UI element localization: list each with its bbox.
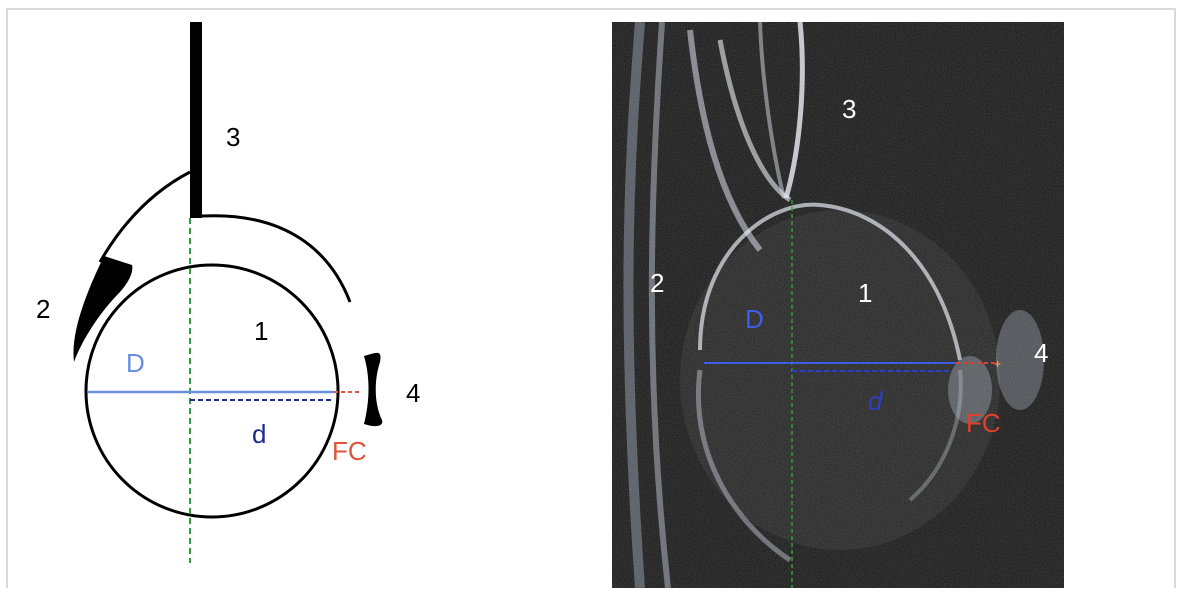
structure-4-bracket (364, 352, 383, 427)
label-FC: FC (332, 436, 367, 466)
label-3: 3 (226, 122, 240, 152)
right-upper-curve (201, 214, 352, 303)
figure-frame (6, 8, 1176, 588)
us-label-d: d (868, 386, 884, 416)
us-label-1: 1 (858, 278, 872, 308)
structure-3-bar (190, 22, 202, 218)
us-label-D: D (745, 304, 764, 334)
us-label-FC: FC (966, 408, 1001, 438)
left-upper-curve (98, 170, 191, 263)
label-D: D (126, 348, 145, 378)
us-label-4: 4 (1034, 338, 1048, 368)
label-d: d (252, 419, 266, 449)
ultrasound-image: + 3 2 1 D 4 d FC (612, 22, 1064, 588)
structure-2-shape (73, 256, 133, 362)
label-1: 1 (254, 316, 268, 346)
schematic-diagram: 3 2 1 D 4 d FC (36, 22, 420, 563)
us-label-2: 2 (650, 268, 664, 298)
label-2: 2 (36, 294, 50, 324)
label-4: 4 (406, 378, 420, 408)
us-marker-plus: + (994, 357, 1001, 371)
us-label-3: 3 (842, 94, 856, 124)
